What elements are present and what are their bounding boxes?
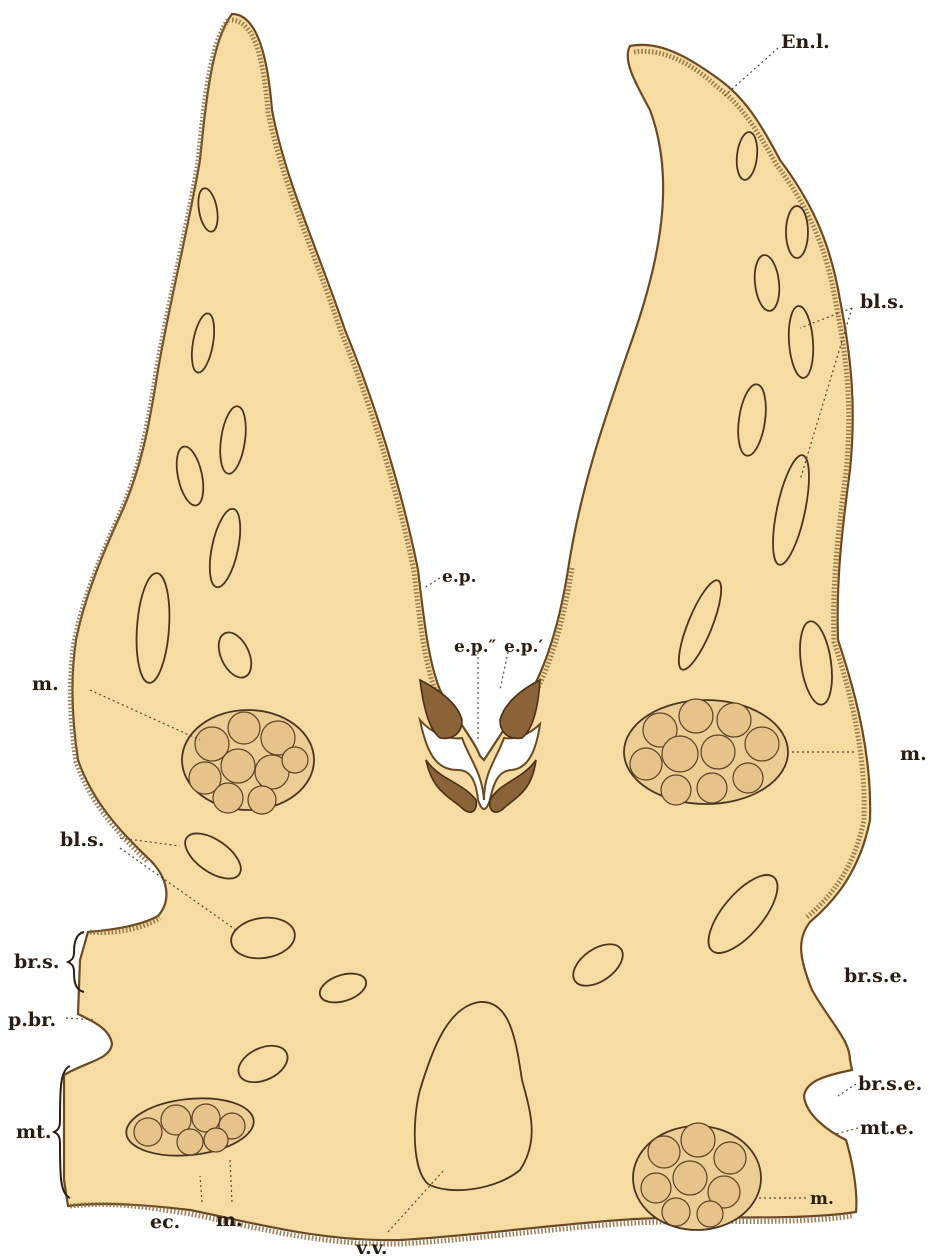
- label-mt-e: mt.e.: [860, 1117, 914, 1139]
- label-v-v: v.v.: [355, 1237, 388, 1259]
- label-br-s-e-upper: br.s.e.: [844, 965, 908, 987]
- label-e-p-double-prime: e.p.″: [454, 637, 497, 657]
- label-m-left: m.: [32, 673, 59, 695]
- label-p-br: p.br.: [8, 1009, 56, 1031]
- label-ec: ec.: [150, 1211, 180, 1233]
- label-e-p-prime: e.p.′: [504, 637, 544, 657]
- label-bl-s-left: bl.s.: [60, 829, 104, 851]
- label-br-s: br.s.: [14, 951, 59, 973]
- label-en-l: En.l.: [781, 31, 830, 53]
- label-bl-s-right: bl.s.: [860, 291, 904, 313]
- label-e-p: e.p.: [442, 567, 477, 587]
- label-br-s-e-lower: br.s.e.: [858, 1073, 922, 1095]
- muscle-right-upper: [624, 699, 788, 805]
- label-m-right: m.: [900, 743, 927, 765]
- label-m-lower-left: m.: [216, 1209, 243, 1231]
- label-m-lower-right: m.: [810, 1189, 834, 1209]
- label-mt: mt.: [16, 1121, 52, 1143]
